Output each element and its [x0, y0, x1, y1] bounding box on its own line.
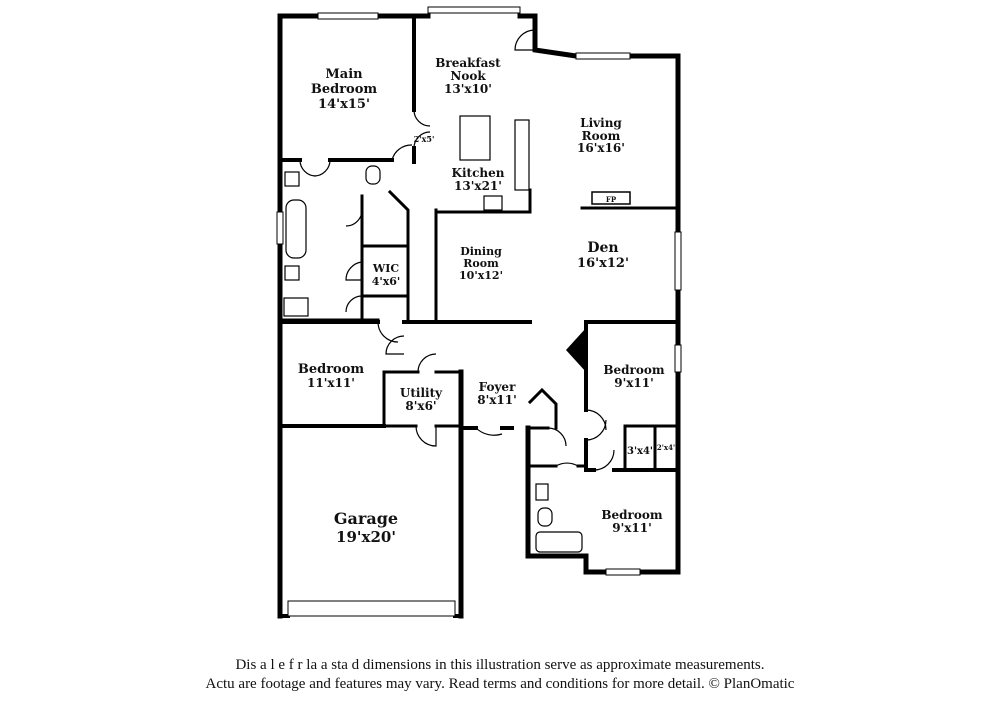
disclaimer: Dis a l e f r la a sta d dimensions in t…	[0, 656, 1000, 694]
window-nook	[427, 6, 521, 14]
closet-a-dim: 3'x4'	[627, 446, 653, 457]
sink-main-2	[284, 265, 300, 281]
main-bedroom-dim: 14'x15'	[318, 97, 370, 112]
walls	[277, 13, 681, 619]
dining-room-dim: 10'x12'	[459, 269, 503, 282]
disclaimer-line-2: Actu are footage and features may vary. …	[205, 676, 795, 692]
closet-walls	[623, 424, 680, 472]
entry-closet-walls	[527, 387, 558, 430]
kitchen-bottom-wall	[434, 188, 532, 214]
hall-bath-tub	[535, 531, 583, 553]
bedroom-right-top-dim: 9'x11'	[614, 376, 654, 390]
bedroom-left-dim: 11'x11'	[307, 376, 355, 390]
window-living	[575, 52, 631, 60]
utility-name: Utility	[400, 386, 443, 400]
garage-dim: 19'x20'	[336, 528, 396, 546]
main-bedroom-name-1: Main	[325, 67, 363, 82]
shower-main	[283, 297, 309, 317]
garage-door	[287, 600, 456, 617]
dining-room-name-1: Dining	[460, 245, 502, 258]
wic-dim: 4'x6'	[372, 275, 401, 288]
pantry-dim: 2'x5'	[414, 134, 435, 144]
door-hall-bath	[555, 462, 579, 467]
windows	[276, 6, 682, 617]
window-bedroom-right	[674, 344, 682, 373]
dining-room-name-2: Room	[463, 257, 499, 270]
living-room-name-2: Room	[582, 129, 621, 143]
window-den	[674, 231, 682, 291]
main-bedroom-name-2: Bedroom	[311, 82, 378, 97]
room-labels: Main Bedroom 14'x15' Breakfast Nook 13'x…	[298, 56, 675, 546]
kitchen-dim: 13'x21'	[454, 179, 502, 193]
fixtures	[283, 115, 583, 553]
window-bedroom-bottom	[605, 568, 641, 576]
kitchen-counter	[514, 119, 530, 191]
door-utility-garage	[415, 425, 437, 447]
garage-name: Garage	[334, 509, 398, 528]
sink-main-1	[284, 171, 300, 187]
hall-bath-walls	[526, 426, 588, 468]
disclaimer-line-1: Dis a l e f r la a sta d dimensions in t…	[235, 657, 765, 673]
hall-bath-sink	[535, 483, 549, 501]
window-main-bedroom	[317, 12, 379, 20]
den-name: Den	[587, 240, 618, 256]
door-bedroom-right-top	[585, 409, 607, 441]
stove	[483, 195, 503, 211]
bedroom-right-top-name: Bedroom	[603, 363, 664, 377]
door-bedroom-left	[377, 321, 399, 343]
living-room-dim: 16'x16'	[577, 141, 625, 155]
breakfast-nook-name-2: Nook	[450, 69, 486, 83]
doors	[299, 29, 615, 471]
living-room-name-1: Living	[580, 116, 622, 130]
bedroom-right-bottom-name: Bedroom	[601, 508, 662, 522]
bathtub-main	[285, 199, 307, 259]
door-wic	[345, 261, 363, 281]
outer-wall-top-right	[517, 13, 681, 575]
utility-dim: 8'x6'	[405, 399, 436, 413]
door-front	[475, 427, 503, 436]
door-bath	[345, 209, 363, 313]
breakfast-nook-dim: 13'x10'	[444, 82, 492, 96]
foyer-name: Foyer	[479, 380, 516, 394]
bedroom-right-bottom-dim: 9'x11'	[612, 521, 652, 535]
window-bath	[276, 211, 284, 245]
den-dim: 16'x12'	[577, 256, 629, 271]
door-entry-closet	[547, 427, 567, 447]
bedroom-left-name: Bedroom	[298, 362, 365, 377]
door-main-bedroom	[391, 144, 413, 161]
kitchen-name: Kitchen	[452, 166, 505, 180]
fireplace-triangle	[566, 328, 586, 372]
kitchen-island	[459, 115, 491, 161]
breakfast-nook-name-1: Breakfast	[435, 56, 501, 70]
fireplace-box	[591, 191, 631, 205]
door-closet-main	[299, 159, 331, 177]
door-bedroom-left-2	[385, 335, 405, 355]
bath-inner-walls	[280, 189, 410, 322]
closet-b-dim: 2'x4'	[657, 443, 675, 452]
door-nook	[514, 29, 536, 51]
toilet-main	[365, 165, 381, 185]
fireplace-label: FP	[606, 195, 617, 204]
door-bedroom-right-bottom	[593, 449, 615, 471]
door-pantry	[413, 109, 431, 149]
wic-name: WIC	[372, 262, 399, 275]
foyer-dim: 8'x11'	[477, 393, 517, 407]
hall-bath-toilet	[537, 507, 553, 527]
door-utility	[417, 353, 437, 373]
